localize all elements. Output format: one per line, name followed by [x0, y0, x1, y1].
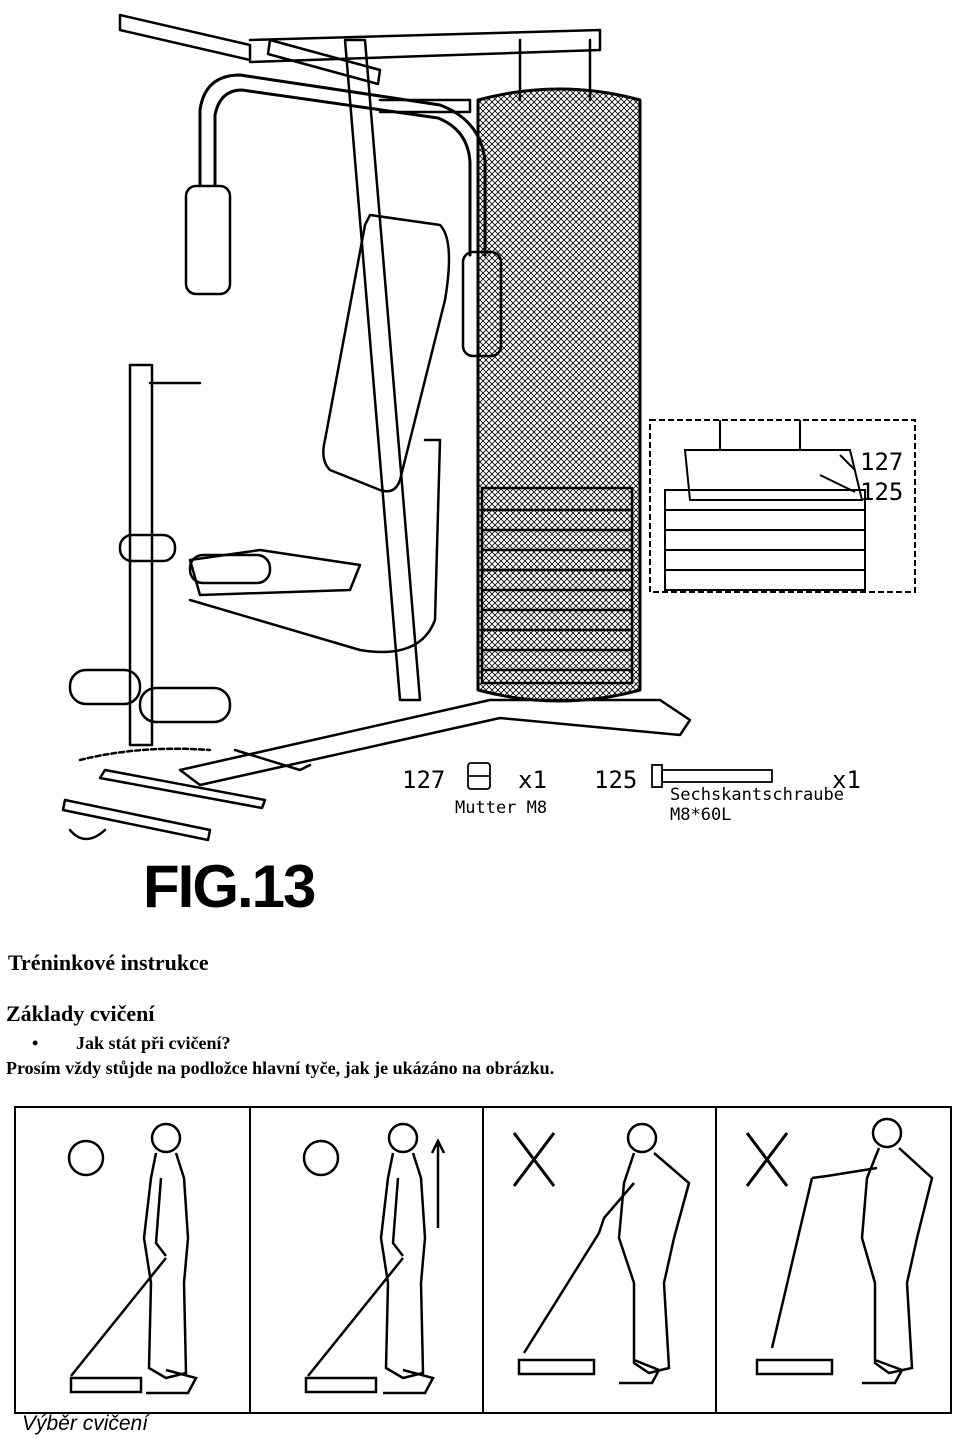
stance-panel-1 [16, 1108, 249, 1412]
callout-127: 127 [860, 448, 903, 476]
detail-inset [649, 419, 916, 593]
part-125-number: 125 [594, 766, 637, 794]
stance-figure [67, 1122, 198, 1395]
footer-caption: Výběr cvičení [22, 1412, 149, 1435]
part-127-name: Mutter M8 [455, 798, 547, 818]
part-125-name: Sechskantschraube [670, 785, 844, 805]
stance-panels [14, 1106, 952, 1414]
subsection-title: Základy cvičení [6, 1001, 155, 1026]
stance-figure [745, 1117, 934, 1385]
part-127-number: 127 [402, 766, 445, 794]
correct-mark-icon [302, 1139, 340, 1177]
home-gym-illustration: 127 125 127 x1 Mutter M8 125 x1 Sechskan… [61, 13, 916, 842]
parts-legend [467, 762, 773, 790]
instruction-text: Prosím vždy stůjde na podložce hlavní ty… [6, 1058, 555, 1078]
stance-figure [302, 1122, 446, 1395]
stance-panel-4 [715, 1108, 950, 1412]
wrong-mark-icon [512, 1132, 556, 1187]
stance-figure [512, 1122, 691, 1385]
bullet-dot-icon: • [32, 1033, 39, 1053]
correct-mark-icon [67, 1139, 105, 1177]
stance-panel-2 [249, 1108, 484, 1412]
part-127-qty: x1 [518, 766, 547, 794]
part-125-qty: x1 [832, 766, 861, 794]
callout-125: 125 [860, 478, 903, 506]
bullet-item: • Jak stát při cvičení? [32, 1033, 231, 1054]
wrong-mark-icon [745, 1132, 789, 1187]
section-title: Tréninkové instrukce [8, 950, 209, 975]
figure-label: FIG.13 [143, 853, 316, 920]
part-125-spec: M8*60L [670, 805, 731, 825]
stance-panel-3 [482, 1108, 717, 1412]
bullet-text: Jak stát při cvičení? [76, 1033, 231, 1053]
machine-drawing: 127 125 127 x1 Mutter M8 125 x1 Sechskan… [61, 13, 916, 842]
